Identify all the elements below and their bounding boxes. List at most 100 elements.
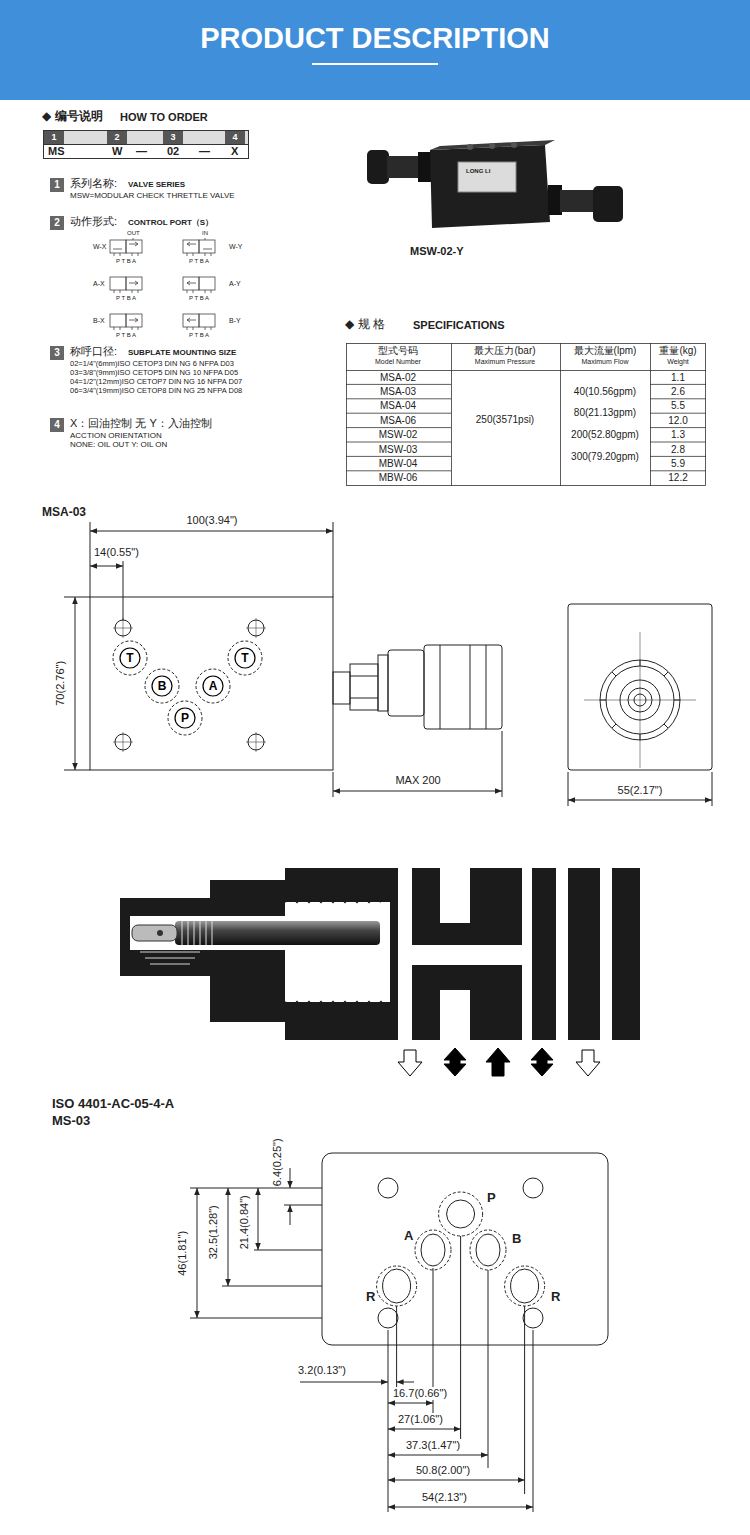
valve-photo-part (467, 144, 473, 150)
ms-03-drawing-part (388, 1480, 525, 1481)
section-view-part (157, 930, 163, 936)
port-outline-circle (175, 708, 195, 728)
ms-03-drawing-part (383, 1269, 411, 1303)
ms-03-drawing-part (228, 1188, 229, 1286)
msa-03-drawing-part (113, 641, 262, 735)
port-label: R (551, 1290, 560, 1305)
symbol-label: OUT (127, 230, 140, 237)
valve-photo-part (560, 190, 595, 212)
field-text: 03=3/8"(9mm)ISO CETOP5 DIN NG 10 NFPA D0… (70, 369, 238, 378)
section-view-part (522, 868, 532, 1040)
code-position: 1 (44, 131, 64, 144)
dimension: 46(1.81") (176, 1231, 189, 1276)
valve-photo-part (548, 185, 562, 215)
symbol-label: A-Y (229, 280, 241, 288)
ms-03-drawing-part-part (415, 1230, 451, 1270)
table-cell: MSA-06 (380, 415, 416, 427)
step-number: 4 (50, 418, 64, 432)
spec-table (346, 343, 706, 486)
symbol-label: B-Y (229, 317, 241, 325)
code-position-text: 3 (170, 133, 175, 142)
dimension: 50.8(2.00") (414, 1464, 472, 1477)
port-outline-circle (235, 648, 255, 668)
port-circle: A (202, 675, 224, 697)
step-number-text: 2 (54, 218, 60, 228)
drawing-title: MS-03 (52, 1114, 90, 1129)
ms-03-drawing-part (388, 1507, 533, 1508)
valve-symbol-part-part (199, 240, 215, 253)
section-view-part (412, 945, 522, 965)
ms-03-drawing-part (388, 1429, 461, 1430)
msa-03-drawing-part-part (228, 641, 262, 675)
symbol-label: P T B A (189, 332, 209, 339)
msa-03-drawing-part (440, 645, 486, 729)
ms-03-drawing-part (447, 1200, 475, 1228)
valve-photo-part (367, 150, 389, 184)
msa-03-drawing (64, 522, 712, 806)
section-view-part (285, 896, 387, 1008)
dimension: 54(2.13") (420, 1491, 469, 1504)
field-text: ACCTION ORIENTATION (70, 431, 162, 440)
ms-03-drawing-part (523, 1308, 543, 1328)
msa-03-drawing-part (388, 650, 424, 716)
section-view-part (182, 921, 212, 945)
step-number: 2 (50, 216, 64, 230)
valve-photo-part (593, 186, 623, 222)
msa-03-drawing-part (584, 632, 696, 768)
port-circle-text: T (126, 652, 133, 664)
dimension: 27(1.06") (396, 1413, 445, 1426)
ms-03-drawing-part (388, 1455, 488, 1456)
field-text: 06=3/4"(19mm)ISO CETOP8 DIN NG 25 NFPA D… (70, 387, 242, 396)
valve-photo-part (458, 162, 516, 192)
valve-symbol-part (133, 238, 205, 240)
step-number: 3 (50, 346, 64, 360)
header-band-part (312, 63, 438, 65)
dimension: 21.4(0.84") (238, 1195, 251, 1249)
section-view-part (398, 868, 412, 1040)
ms-03-drawing-part (378, 1178, 398, 1198)
msa-03-drawing-part (75, 597, 76, 770)
ms-03-drawing-part (290, 1205, 291, 1225)
symbol-label: P T B A (116, 258, 136, 265)
dimension: 32.5(1.28") (207, 1205, 220, 1259)
section-heading: ◆ 编号说明 (42, 110, 103, 124)
ms-03-drawing-part (523, 1178, 543, 1198)
msa-03-drawing-part-part (113, 641, 147, 675)
msa-03-drawing-part (424, 645, 502, 729)
port-label: A (404, 1229, 413, 1244)
port-circle-text: A (209, 680, 218, 692)
valve-photo-part (430, 145, 550, 228)
code-position-text: 4 (232, 133, 237, 142)
spec-table-part (347, 344, 706, 486)
msa-03-drawing-part (350, 664, 378, 710)
valve-symbol-part-part (110, 277, 126, 290)
dimension: 100(3.94") (187, 514, 238, 527)
port-circle-text: P (181, 712, 189, 724)
ms-03-drawing-part (290, 1168, 291, 1188)
ms-03-drawing-part (476, 1234, 500, 1266)
valve-symbol-part-part (110, 314, 126, 327)
table-cell: MSA-04 (380, 400, 416, 412)
step-number: 1 (50, 178, 64, 192)
valve-photo (367, 140, 623, 228)
port-label: B (512, 1232, 521, 1247)
dimension: 70(2.76") (54, 661, 67, 706)
valve-symbol-part-part (126, 277, 142, 290)
table-cell: 300(79.20gpm) (571, 451, 639, 463)
dimension: 16.7(0.66") (391, 1387, 449, 1400)
symbol-label: P T B A (116, 295, 136, 302)
table-cell: MBW-04 (379, 458, 418, 470)
valve-photo-part (489, 143, 495, 149)
code-position: 4 (225, 131, 245, 144)
port-outline-circle (120, 648, 140, 668)
product-label: LONG LI (466, 168, 490, 175)
msa-03-drawing-part (350, 676, 378, 698)
msa-03-drawing-part (90, 522, 333, 620)
msa-03-drawing-part (333, 731, 502, 797)
port-label: P (487, 1191, 496, 1206)
ms-03-drawing-part (388, 1236, 533, 1512)
port-circle: T (234, 647, 256, 669)
field-text: 系列名称: (70, 177, 117, 190)
flow-arrows (398, 1048, 600, 1076)
